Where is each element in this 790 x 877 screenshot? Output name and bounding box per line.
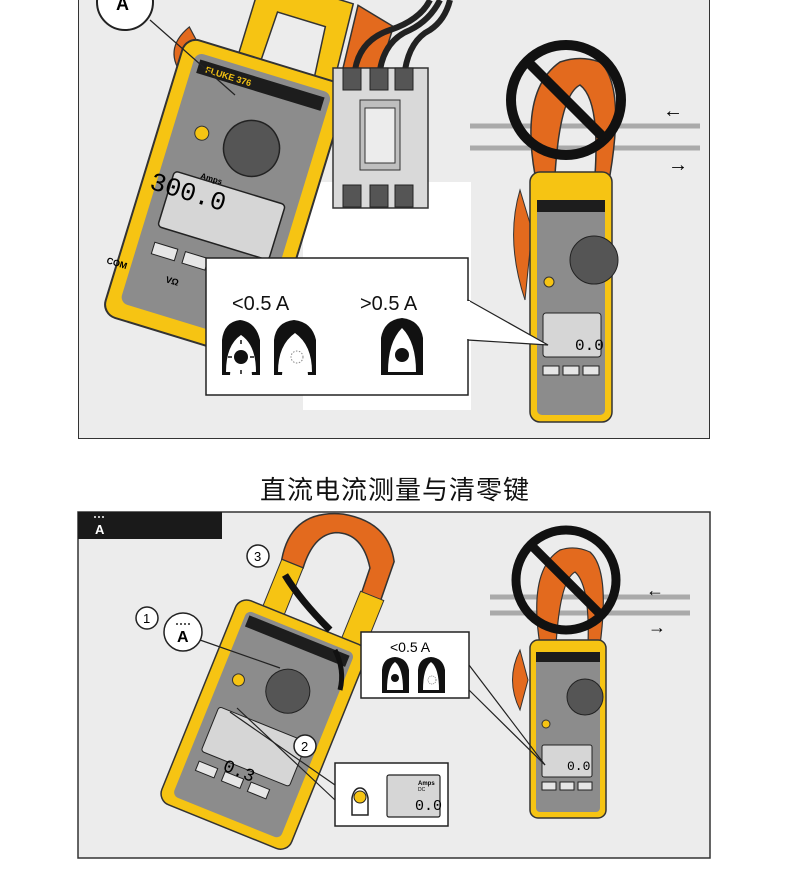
bottom-callout-label: <0.5 A — [390, 639, 431, 655]
zero-lcd-reading: 0.0 — [415, 798, 442, 815]
step-2-circle — [293, 734, 317, 758]
top-callout-right-label: >0.5 A — [360, 293, 418, 315]
top-right-clamp-meter — [470, 40, 700, 423]
zero-lcd-mode: DC — [418, 787, 426, 793]
circuit-breaker — [332, 0, 453, 209]
dc-amps-symbol-label: A — [177, 629, 189, 646]
bottom-jaw-icon-centered — [382, 657, 409, 693]
v-ohm-terminal-label: VΩ — [164, 274, 180, 287]
zero-lcd-unit: Amps — [418, 781, 435, 787]
marker-a-circle — [96, 0, 154, 31]
step-1-label: 1 — [143, 611, 150, 626]
marker-a-leader — [149, 19, 236, 96]
top-callout-left-label: <0.5 A — [232, 293, 290, 315]
section-title: 直流电流测量与清零键 — [259, 476, 530, 506]
jaw-icon-large — [381, 318, 423, 375]
bottom-left-clamp-meter — [160, 512, 395, 850]
dc-amps-symbol-circle — [163, 612, 203, 652]
step-1-circle — [135, 606, 159, 630]
bottom-arrow-left: ← — [646, 580, 664, 600]
bottom-arrow-right: → — [648, 617, 666, 637]
bottom-right-clamp-meter — [490, 525, 690, 819]
bottom-callout-box — [360, 631, 470, 699]
step-2-label: 2 — [301, 739, 308, 754]
jaw-icon-offset — [274, 320, 316, 375]
marker-a-label: A — [116, 0, 129, 14]
step-3-label: 3 — [254, 549, 261, 564]
arrow-left: ← — [663, 100, 683, 122]
top-right-lcd-reading: 0.0 — [575, 337, 604, 355]
bottom-jaw-icon-offset — [418, 657, 445, 693]
arrow-right: → — [668, 154, 688, 176]
zero-lcd — [386, 774, 441, 818]
step-3-circle — [246, 544, 270, 568]
bottom-right-lcd-reading: 0.0 — [567, 759, 590, 774]
jaw-icon-centered — [222, 320, 260, 375]
bottom-tab-label: A — [95, 522, 105, 537]
